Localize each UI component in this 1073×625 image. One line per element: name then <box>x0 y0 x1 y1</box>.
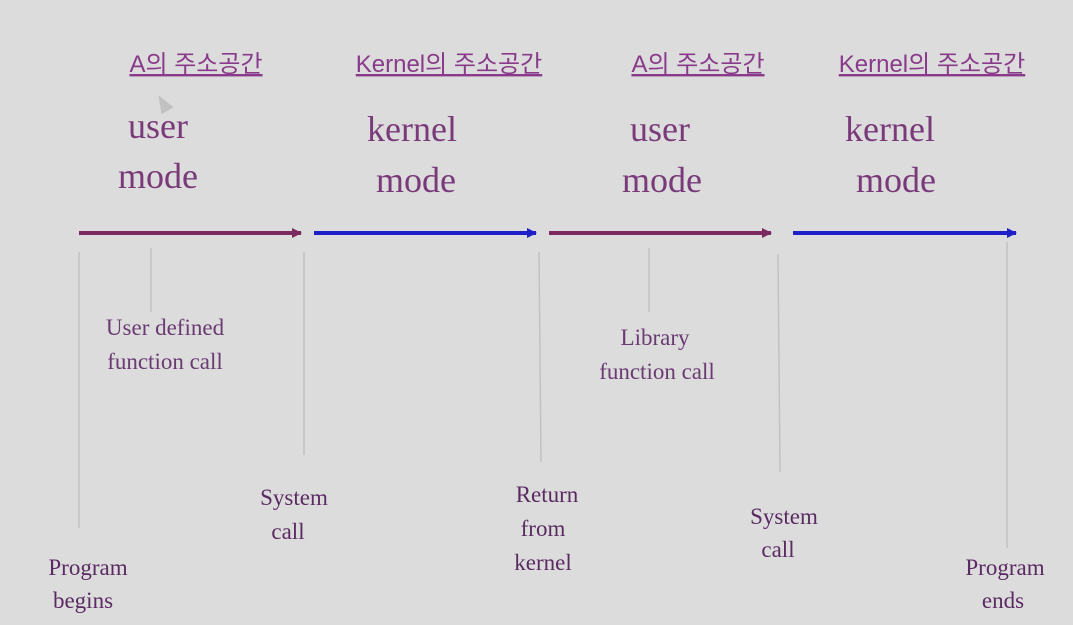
note-user-defined-line1: User defined <box>106 315 225 340</box>
event-program-begins-line1: Program <box>48 555 127 580</box>
mode-label-1-line2: mode <box>118 156 198 196</box>
event-return-line1: Return <box>516 482 579 507</box>
event-return-line2: from <box>521 516 566 541</box>
event-line-return-from-kernel <box>538 251 542 463</box>
event-system-call-1-line2: call <box>271 519 304 544</box>
note-user-defined-line2: function call <box>107 349 223 374</box>
space-label-1: A의 주소공간 <box>129 51 262 78</box>
event-program-begins-line2: begins <box>53 588 113 613</box>
note-library-line2: function call <box>599 359 715 384</box>
event-system-call-2-line2: call <box>761 537 794 562</box>
event-program-ends-line1: Program <box>965 555 1044 580</box>
space-label-3: A의 주소공간 <box>631 51 764 78</box>
space-label-2: Kernel의 주소공간 <box>356 51 542 78</box>
mode-label-2-line1: kernel <box>367 109 457 149</box>
note-library-line1: Library <box>621 325 690 350</box>
mode-label-1-line1: user <box>128 106 188 146</box>
event-program-ends-line2: ends <box>982 588 1024 613</box>
event-line-system-call-2 <box>777 253 781 473</box>
mode-label-4-line2: mode <box>856 160 936 200</box>
event-system-call-1-line1: System <box>260 485 328 510</box>
space-label-4: Kernel의 주소공간 <box>839 51 1025 78</box>
mode-label-3-line2: mode <box>622 160 702 200</box>
mode-label-3-line1: user <box>630 109 690 149</box>
event-system-call-2-line1: System <box>750 504 818 529</box>
event-return-line3: kernel <box>514 550 571 575</box>
mode-label-4-line1: kernel <box>845 109 935 149</box>
mode-label-2-line2: mode <box>376 160 456 200</box>
